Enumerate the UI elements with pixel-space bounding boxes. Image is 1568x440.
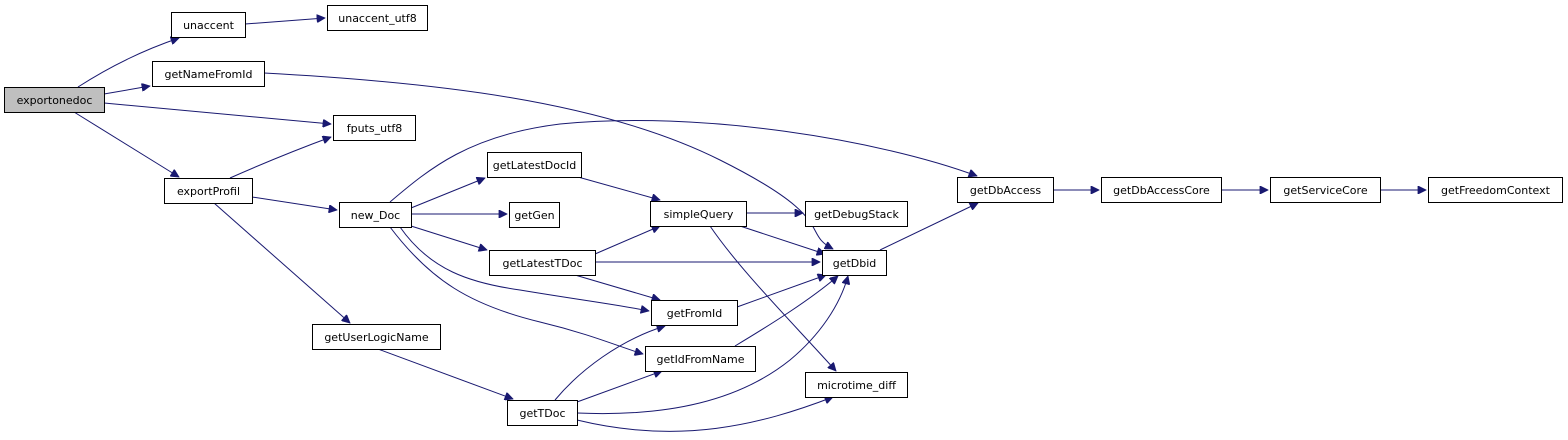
node-label: getGen — [514, 209, 554, 222]
node-getServiceCore[interactable]: getServiceCore — [1270, 177, 1381, 203]
node-box — [1428, 177, 1563, 203]
node-label: getUserLogicName — [324, 331, 429, 344]
node-getNameFromId[interactable]: getNameFromId — [152, 61, 265, 87]
edge-getTDoc-to-getDbid — [576, 276, 848, 415]
node-box — [487, 152, 582, 178]
node-label: unaccent — [183, 19, 235, 32]
node-getGen[interactable]: getGen — [509, 202, 560, 228]
edge-getFromId-to-getDbid — [736, 275, 826, 308]
node-label: exportonedoc — [17, 94, 93, 107]
node-label: getFreedomContext — [1441, 184, 1551, 197]
node-getIdFromName[interactable]: getIdFromName — [645, 346, 756, 372]
node-box — [645, 346, 756, 372]
edge-getLatestTDoc-to-getFromId — [574, 274, 660, 300]
node-microtime_diff[interactable]: microtime_diff — [805, 372, 908, 398]
node-box — [650, 201, 747, 227]
node-label: getLatestTDoc — [502, 257, 582, 270]
node-box — [507, 400, 578, 426]
node-label: getDbAccess — [970, 184, 1041, 197]
node-label: microtime_diff — [817, 379, 896, 392]
node-getDbAccess[interactable]: getDbAccess — [957, 177, 1054, 203]
edge-exportonedoc-to-unaccent — [77, 38, 179, 88]
node-label: getNameFromId — [165, 68, 253, 81]
edge-new_Doc-to-getIdFromName — [389, 226, 643, 354]
node-label: exportProfil — [177, 185, 240, 198]
node-box — [327, 5, 428, 31]
node-box — [957, 177, 1054, 203]
edge-getTDoc-to-microtime_diff — [576, 397, 833, 432]
node-label: getTDoc — [519, 407, 565, 420]
node-label: simpleQuery — [664, 208, 734, 221]
edge-unaccent-to-unaccent_utf8 — [244, 18, 325, 25]
edge-getNameFromId-to-getDbid — [263, 72, 833, 250]
node-new_Doc[interactable]: new_Doc — [339, 202, 412, 228]
node-box — [1101, 177, 1222, 203]
edge-exportProfil-to-getUserLogicName — [213, 202, 350, 323]
edges-layer — [73, 18, 1426, 432]
node-box — [152, 61, 265, 87]
edge-getIdFromName-to-getDbid — [734, 276, 838, 347]
edge-getLatestTDoc-to-simpleQuery — [594, 226, 660, 255]
node-label: new_Doc — [351, 209, 400, 222]
node-box — [333, 115, 416, 141]
edge-new_Doc-to-getDbAccess — [389, 120, 977, 203]
nodes-layer: exportonedoc unaccent unaccent_utf8 getName… — [4, 5, 1563, 426]
node-getTDoc[interactable]: getTDoc — [507, 400, 578, 426]
node-box — [339, 202, 412, 228]
node-getDebugStack[interactable]: getDebugStack — [805, 201, 908, 227]
node-box — [822, 250, 887, 276]
edge-exportonedoc-to-getNameFromId — [103, 86, 150, 95]
node-fputs_utf8[interactable]: fputs_utf8 — [333, 115, 416, 141]
node-getDbid[interactable]: getDbid — [822, 250, 887, 276]
edge-getLatestDocId-to-simpleQuery — [577, 176, 660, 200]
edge-getTDoc-to-getIdFromName — [576, 371, 662, 403]
node-exportProfil[interactable]: exportProfil — [164, 178, 253, 204]
node-box — [805, 201, 908, 227]
edge-exportonedoc-to-fputs_utf8 — [103, 102, 331, 124]
edge-new_Doc-to-getFromId — [399, 226, 649, 311]
node-unaccent_utf8[interactable]: unaccent_utf8 — [327, 5, 428, 31]
node-label: unaccent_utf8 — [338, 12, 417, 25]
node-box — [164, 178, 253, 204]
node-unaccent[interactable]: unaccent — [171, 12, 246, 38]
node-box — [1270, 177, 1381, 203]
node-simpleQuery[interactable]: simpleQuery — [650, 201, 747, 227]
node-label: getFromId — [667, 307, 723, 320]
node-box — [4, 87, 105, 113]
node-getFromId[interactable]: getFromId — [651, 300, 738, 326]
node-label: fputs_utf8 — [347, 122, 403, 135]
node-box — [489, 250, 596, 276]
node-box — [312, 324, 441, 350]
node-box — [805, 372, 908, 398]
edge-getDbid-to-getDbAccess — [879, 203, 978, 251]
node-box — [171, 12, 246, 38]
node-label: getDbAccessCore — [1113, 184, 1210, 197]
edge-exportProfil-to-new_Doc — [251, 196, 337, 210]
edge-new_Doc-to-getLatestDocId — [410, 178, 485, 209]
node-box — [509, 202, 560, 228]
edge-simpleQuery-to-getDbid — [739, 225, 825, 254]
node-label: getIdFromName — [657, 353, 745, 366]
node-getUserLogicName[interactable]: getUserLogicName — [312, 324, 441, 350]
node-label: getServiceCore — [1283, 184, 1367, 197]
node-getLatestTDoc[interactable]: getLatestTDoc — [489, 250, 596, 276]
node-label: getDbid — [833, 257, 877, 270]
edge-new_Doc-to-getLatestTDoc — [410, 225, 487, 250]
node-getFreedomContext[interactable]: getFreedomContext — [1428, 177, 1563, 203]
edge-getUserLogicName-to-getTDoc — [377, 348, 513, 399]
edge-exportonedoc-to-exportProfil — [73, 111, 179, 177]
node-getLatestDocId[interactable]: getLatestDocId — [487, 152, 582, 178]
edge-exportProfil-to-fputs_utf8 — [229, 137, 331, 179]
node-label: getDebugStack — [814, 208, 899, 221]
node-exportonedoc[interactable]: exportonedoc — [4, 87, 105, 113]
node-label: getLatestDocId — [493, 159, 577, 172]
node-box — [651, 300, 738, 326]
edge-getTDoc-to-getFromId — [554, 326, 665, 401]
node-getDbAccessCore[interactable]: getDbAccessCore — [1101, 177, 1222, 203]
